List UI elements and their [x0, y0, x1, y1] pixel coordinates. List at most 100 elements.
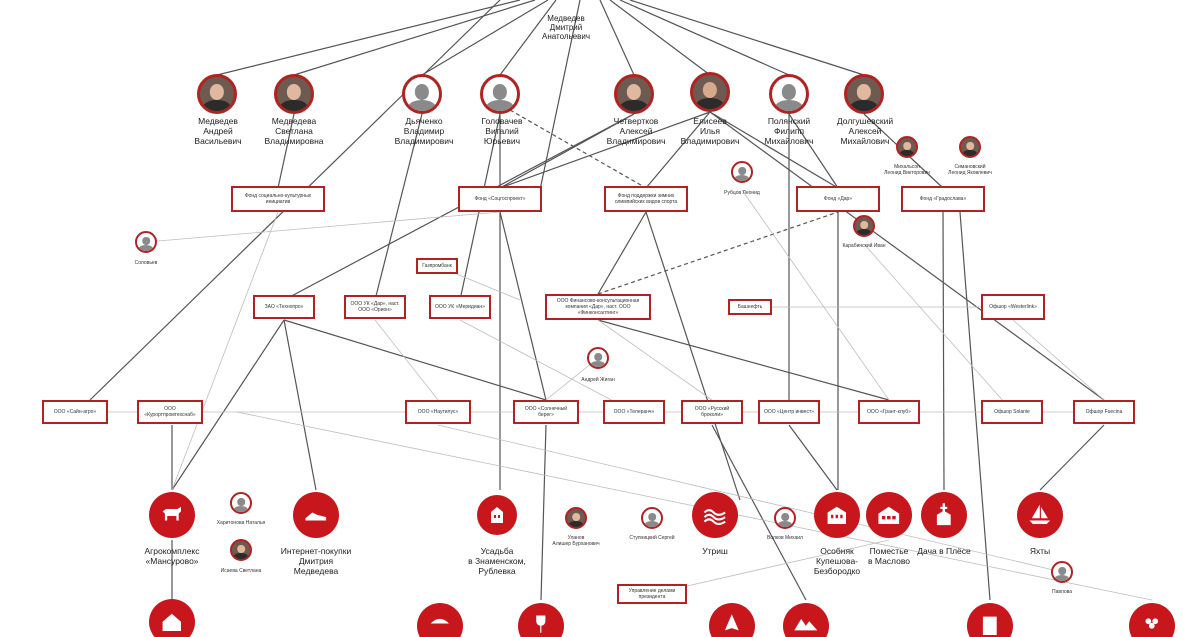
asset-yachts[interactable] [1017, 492, 1063, 538]
person-simanovsky-avatar[interactable] [959, 136, 981, 158]
org-fond-zima[interactable]: Фонд поддержки зимних олимпийских видов … [604, 186, 688, 212]
person-medvedeva-s-avatar[interactable] [274, 74, 314, 114]
org-offshore-fuecina[interactable]: Офшор Fuecina [1073, 400, 1135, 424]
org-ooo-nautilus[interactable]: ООО «Наутилус» [405, 400, 471, 424]
person-simanovsky-label: Симановский Леонид Яковлевич [948, 164, 992, 176]
sneaker-icon [305, 512, 327, 521]
connection-line [959, 211, 991, 601]
person-pavlova-avatar[interactable] [1051, 561, 1073, 583]
org-zao-technopro[interactable]: ЗАО «Технопро» [253, 295, 315, 319]
asset-utrish[interactable] [692, 492, 738, 538]
connection-line [1039, 424, 1105, 491]
mansion-icon [827, 506, 847, 525]
asset-sail[interactable] [709, 603, 755, 637]
person-medvedev-a-avatar[interactable] [197, 74, 237, 114]
asset-pomestie[interactable] [866, 492, 912, 538]
asset-dacha[interactable] [921, 492, 967, 538]
person-dolgushevsky-avatar[interactable] [844, 74, 884, 114]
person-chetvertkov-label: Четвертков Алексей Владимирович [606, 116, 666, 146]
person-polyansky-avatar[interactable] [769, 74, 809, 114]
person-pavlova-label: Павлова [1051, 589, 1073, 595]
connection-line [942, 211, 945, 491]
person-karabinsky-avatar[interactable] [853, 215, 875, 237]
person-medvedev-a-label: Медведев Андрей Васильевич [194, 116, 242, 146]
org-fond-soc[interactable]: Фонд социально-культурных инициатив [231, 186, 325, 212]
org-ooo-saiyn-agro[interactable]: ООО «Сайн-агро» [42, 400, 108, 424]
asset-utrish-label: Утриш [702, 546, 728, 556]
person-golovachev-avatar[interactable] [480, 74, 520, 114]
asset-agro[interactable] [149, 492, 195, 538]
asset-dacha-label: Дача в Плёсе [917, 546, 971, 556]
sail-icon [725, 614, 739, 631]
connection-line [597, 319, 713, 401]
asset-picnic[interactable] [417, 603, 463, 637]
connection-line [277, 113, 295, 189]
org-fond-gradoslava[interactable]: Фонд «Градослава» [901, 186, 985, 212]
connection-line [283, 319, 317, 491]
asset-pomestie-label: Поместье в Маслово [868, 546, 910, 566]
connection-line [788, 113, 839, 189]
connection-line [619, 0, 790, 76]
org-offshore-solanie[interactable]: Офшор Solanie [981, 400, 1043, 424]
org-ooo-center[interactable]: ООО «Центр инвест» [758, 400, 820, 424]
connection-line [709, 111, 1105, 401]
connection-line [645, 111, 711, 189]
asset-usadba[interactable] [477, 495, 517, 535]
person-dyachenko-avatar[interactable] [402, 74, 442, 114]
org-ooo-fin[interactable]: ООО Финансово-консультационная компания … [545, 294, 651, 320]
asset-building[interactable] [967, 603, 1013, 637]
estate-icon [878, 506, 900, 525]
person-karabinsky-label: Карабинский Иван [842, 243, 886, 249]
org-gazprombank[interactable]: Газпромбанк [416, 258, 458, 274]
asset-barn[interactable] [149, 599, 195, 637]
person-golovachev-label: Головачев Виталий Юрьевич [481, 116, 523, 146]
manor-icon [491, 507, 503, 523]
asset-grapes[interactable] [1129, 603, 1175, 637]
connection-line [499, 0, 557, 76]
barn-icon [162, 613, 182, 632]
connection-line [863, 243, 1014, 413]
mountains-icon [794, 619, 818, 631]
org-ooo-sabsolut[interactable]: ООО «Солнечный берег» [513, 400, 579, 424]
connection-line [145, 211, 501, 243]
asset-mountains[interactable] [783, 603, 829, 637]
org-ooo-russky-brokli[interactable]: ООО «Русский броколи» [681, 400, 743, 424]
connection-line [629, 0, 865, 76]
center-person-label: Медведев Дмитрий Анатольевич [541, 14, 591, 42]
org-fond-dar[interactable]: Фонд «Дар» [796, 186, 880, 212]
org-fond-socgos[interactable]: Фонд «Соцгоспроект» [458, 186, 542, 212]
org-offshore-westerlink[interactable]: Офшор «Westerlink» [981, 294, 1045, 320]
wine-icon [536, 615, 546, 633]
org-ooo-grant-klub[interactable]: ООО «Грант-клуб» [858, 400, 920, 424]
person-ulanov-label: Уланов Алишер Бурханович [552, 535, 600, 547]
person-chetvertkov-avatar[interactable] [614, 74, 654, 114]
person-stupnitsky-avatar[interactable] [641, 507, 663, 529]
asset-osobnyak-label: Особняк Купешова- Безбородко [813, 546, 861, 576]
person-solovyev-avatar[interactable] [135, 231, 157, 253]
person-eliseev-avatar[interactable] [690, 72, 730, 112]
person-zhigan-avatar[interactable] [587, 347, 609, 369]
person-rubtsov-avatar[interactable] [731, 161, 753, 183]
person-volkov-avatar[interactable] [774, 507, 796, 529]
org-bashneft[interactable]: Башнефть [728, 299, 772, 315]
connection-line [597, 211, 647, 295]
connection-line [597, 319, 890, 401]
person-isaeva-avatar[interactable] [230, 539, 252, 561]
org-ooo-uk-meridian[interactable]: ООО УК «Меридиан» [429, 295, 491, 319]
person-mikhalson-avatar[interactable] [896, 136, 918, 158]
asset-internet[interactable] [293, 492, 339, 538]
person-ulanov-avatar[interactable] [565, 507, 587, 529]
org-ooo-uk-dar[interactable]: ООО УК «Дар», наст. ООО «Орион» [344, 295, 406, 319]
asset-wine[interactable] [518, 603, 564, 637]
connection-line [609, 0, 711, 76]
asset-yachts-label: Яхты [1029, 546, 1051, 556]
asset-osobnyak[interactable] [814, 492, 860, 538]
org-ooo-teleranch[interactable]: ООО «Телеранч» [603, 400, 665, 424]
org-upravlenie[interactable]: Управление делами президента [617, 584, 687, 604]
org-ooo-kurort[interactable]: ООО «Курортпромтехснаб» [137, 400, 203, 424]
person-solovyev-label: Соловьев [134, 260, 158, 266]
connection-line [293, 0, 536, 76]
person-kharitonova-avatar[interactable] [230, 492, 252, 514]
building-icon [983, 616, 997, 636]
